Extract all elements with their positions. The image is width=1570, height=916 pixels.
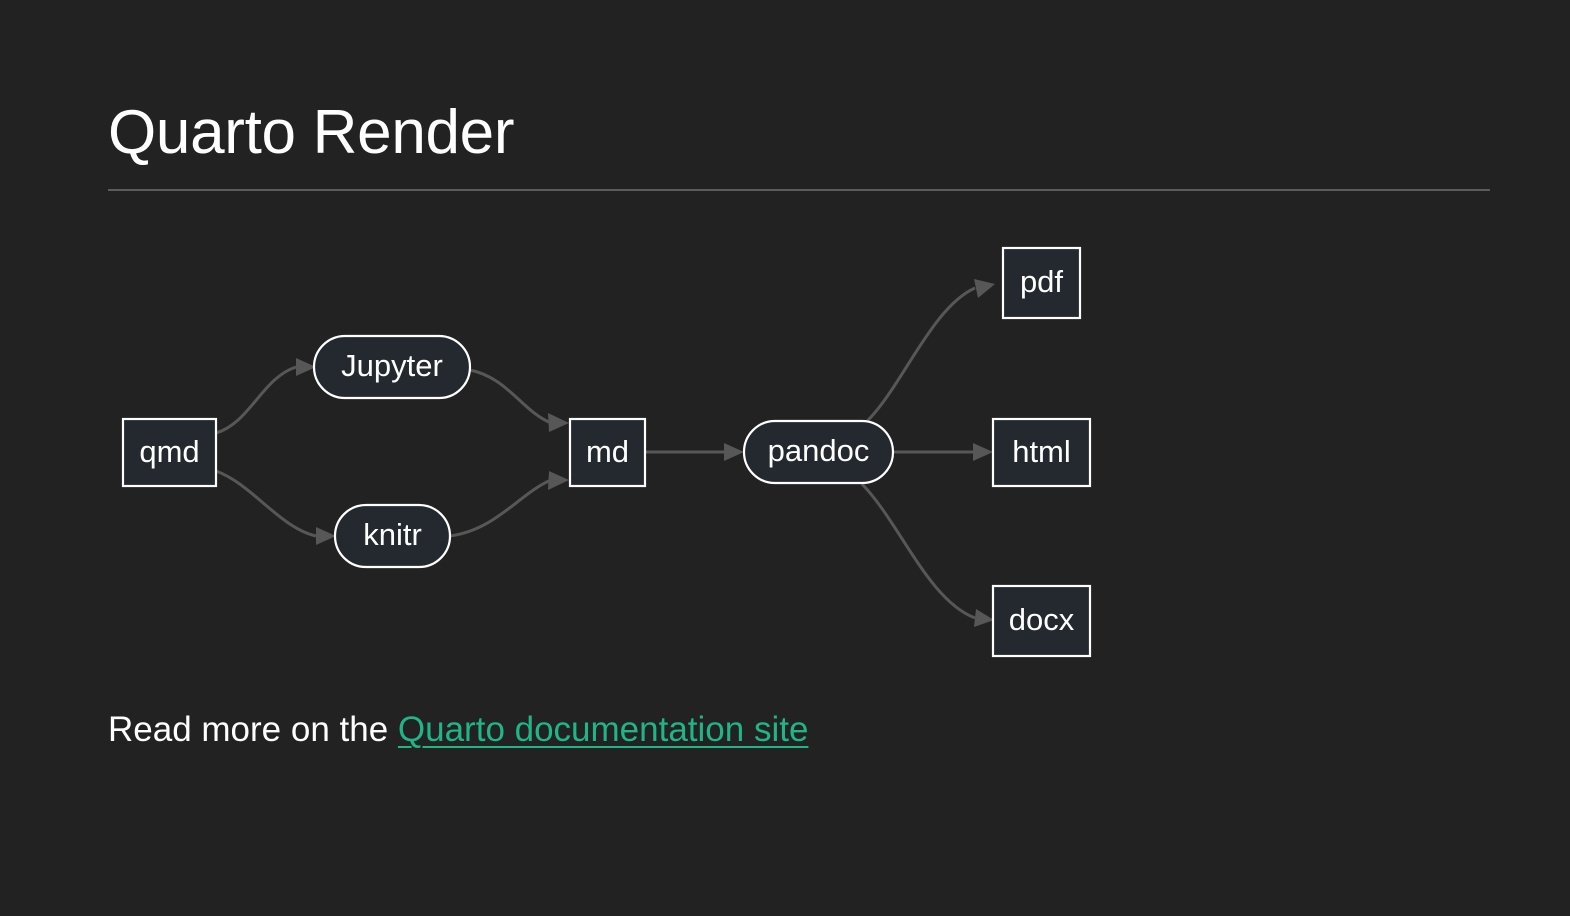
node-jupyter[interactable]: Jupyter: [312, 334, 472, 400]
node-html-label: html: [1012, 434, 1071, 469]
node-knitr[interactable]: knitr: [333, 503, 452, 569]
edge-pandoc-to-html: [893, 443, 993, 461]
edge-pandoc-to-pdf: [861, 279, 995, 428]
node-pdf-label: pdf: [1020, 264, 1063, 299]
edge-qmd-to-jupyter: [215, 358, 316, 435]
node-md[interactable]: md: [568, 417, 647, 488]
node-jupyter-label: Jupyter: [341, 348, 443, 383]
node-knitr-label: knitr: [363, 517, 422, 552]
render-flow-diagram: qmd Jupyter knitr md: [0, 218, 1570, 668]
quarto-documentation-link[interactable]: Quarto documentation site: [397, 710, 809, 749]
node-qmd-label: qmd: [139, 434, 199, 469]
node-docx-label: docx: [1009, 602, 1075, 637]
edge-md-to-pandoc: [645, 443, 744, 461]
title-divider: [108, 188, 1490, 191]
page-title: Quarto Render: [108, 98, 515, 167]
node-pdf[interactable]: pdf: [1001, 246, 1082, 320]
node-md-label: md: [586, 434, 629, 469]
diagram-edges: [215, 279, 995, 627]
node-pandoc[interactable]: pandoc: [742, 419, 895, 485]
edge-knitr-to-md: [449, 471, 569, 538]
diagram-nodes: qmd Jupyter knitr md: [121, 246, 1092, 658]
title-block: Quarto Render: [108, 98, 1490, 191]
node-qmd[interactable]: qmd: [121, 417, 218, 488]
edge-jupyter-to-md: [469, 368, 569, 432]
node-docx[interactable]: docx: [991, 584, 1092, 658]
node-pandoc-label: pandoc: [768, 433, 870, 468]
node-html[interactable]: html: [991, 417, 1092, 488]
edge-qmd-to-knitr: [215, 469, 336, 545]
read-more-lead: Read more on the: [108, 710, 398, 749]
read-more-text: Read more on the Quarto documentation si…: [108, 707, 808, 753]
edge-pandoc-to-docx: [860, 482, 994, 627]
